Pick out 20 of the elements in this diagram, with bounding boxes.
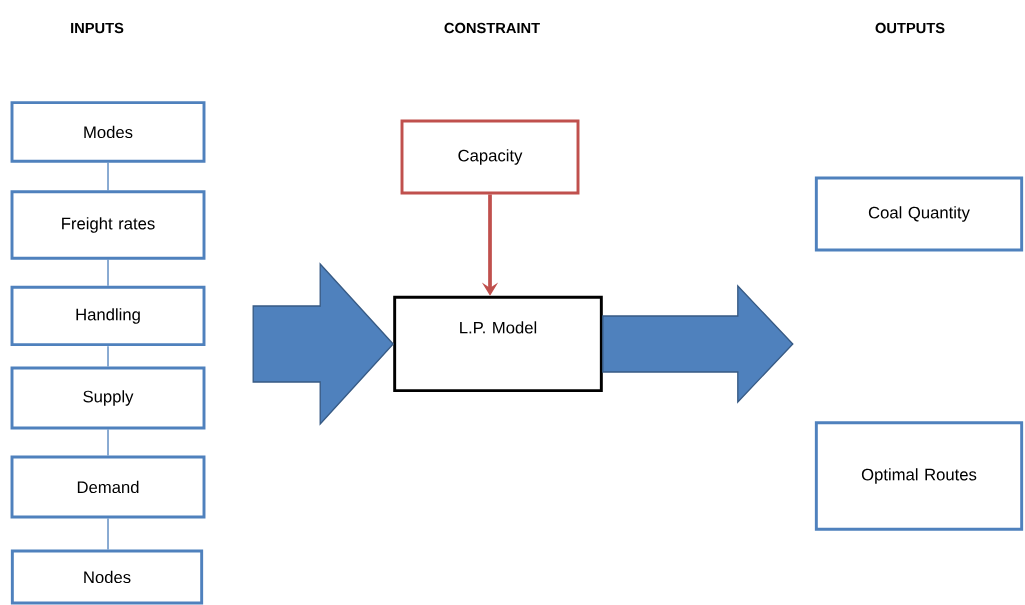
process-box: Handling — [10, 285, 206, 347]
connector-line — [107, 345, 109, 368]
column-heading: OUTPUTS — [875, 22, 945, 34]
column-heading: CONSTRAINT — [444, 22, 540, 34]
block-arrow — [602, 284, 794, 404]
connector-line — [107, 428, 109, 457]
column-heading: INPUTS — [71, 22, 124, 34]
process-box: Freight rates — [10, 190, 206, 260]
process-box: Capacity — [400, 119, 580, 195]
process-box: L.P. Model — [393, 295, 603, 393]
block-arrow — [252, 262, 395, 426]
process-box: Demand — [10, 455, 206, 519]
process-box: Supply — [10, 366, 206, 430]
connector-line — [107, 259, 109, 287]
connector-line — [107, 517, 109, 551]
process-box: Optimal Routes — [814, 421, 1024, 531]
process-box: Modes — [10, 101, 206, 163]
process-box: Nodes — [10, 549, 204, 605]
connector-line — [107, 162, 109, 191]
process-box: Coal Quantity — [814, 176, 1024, 252]
